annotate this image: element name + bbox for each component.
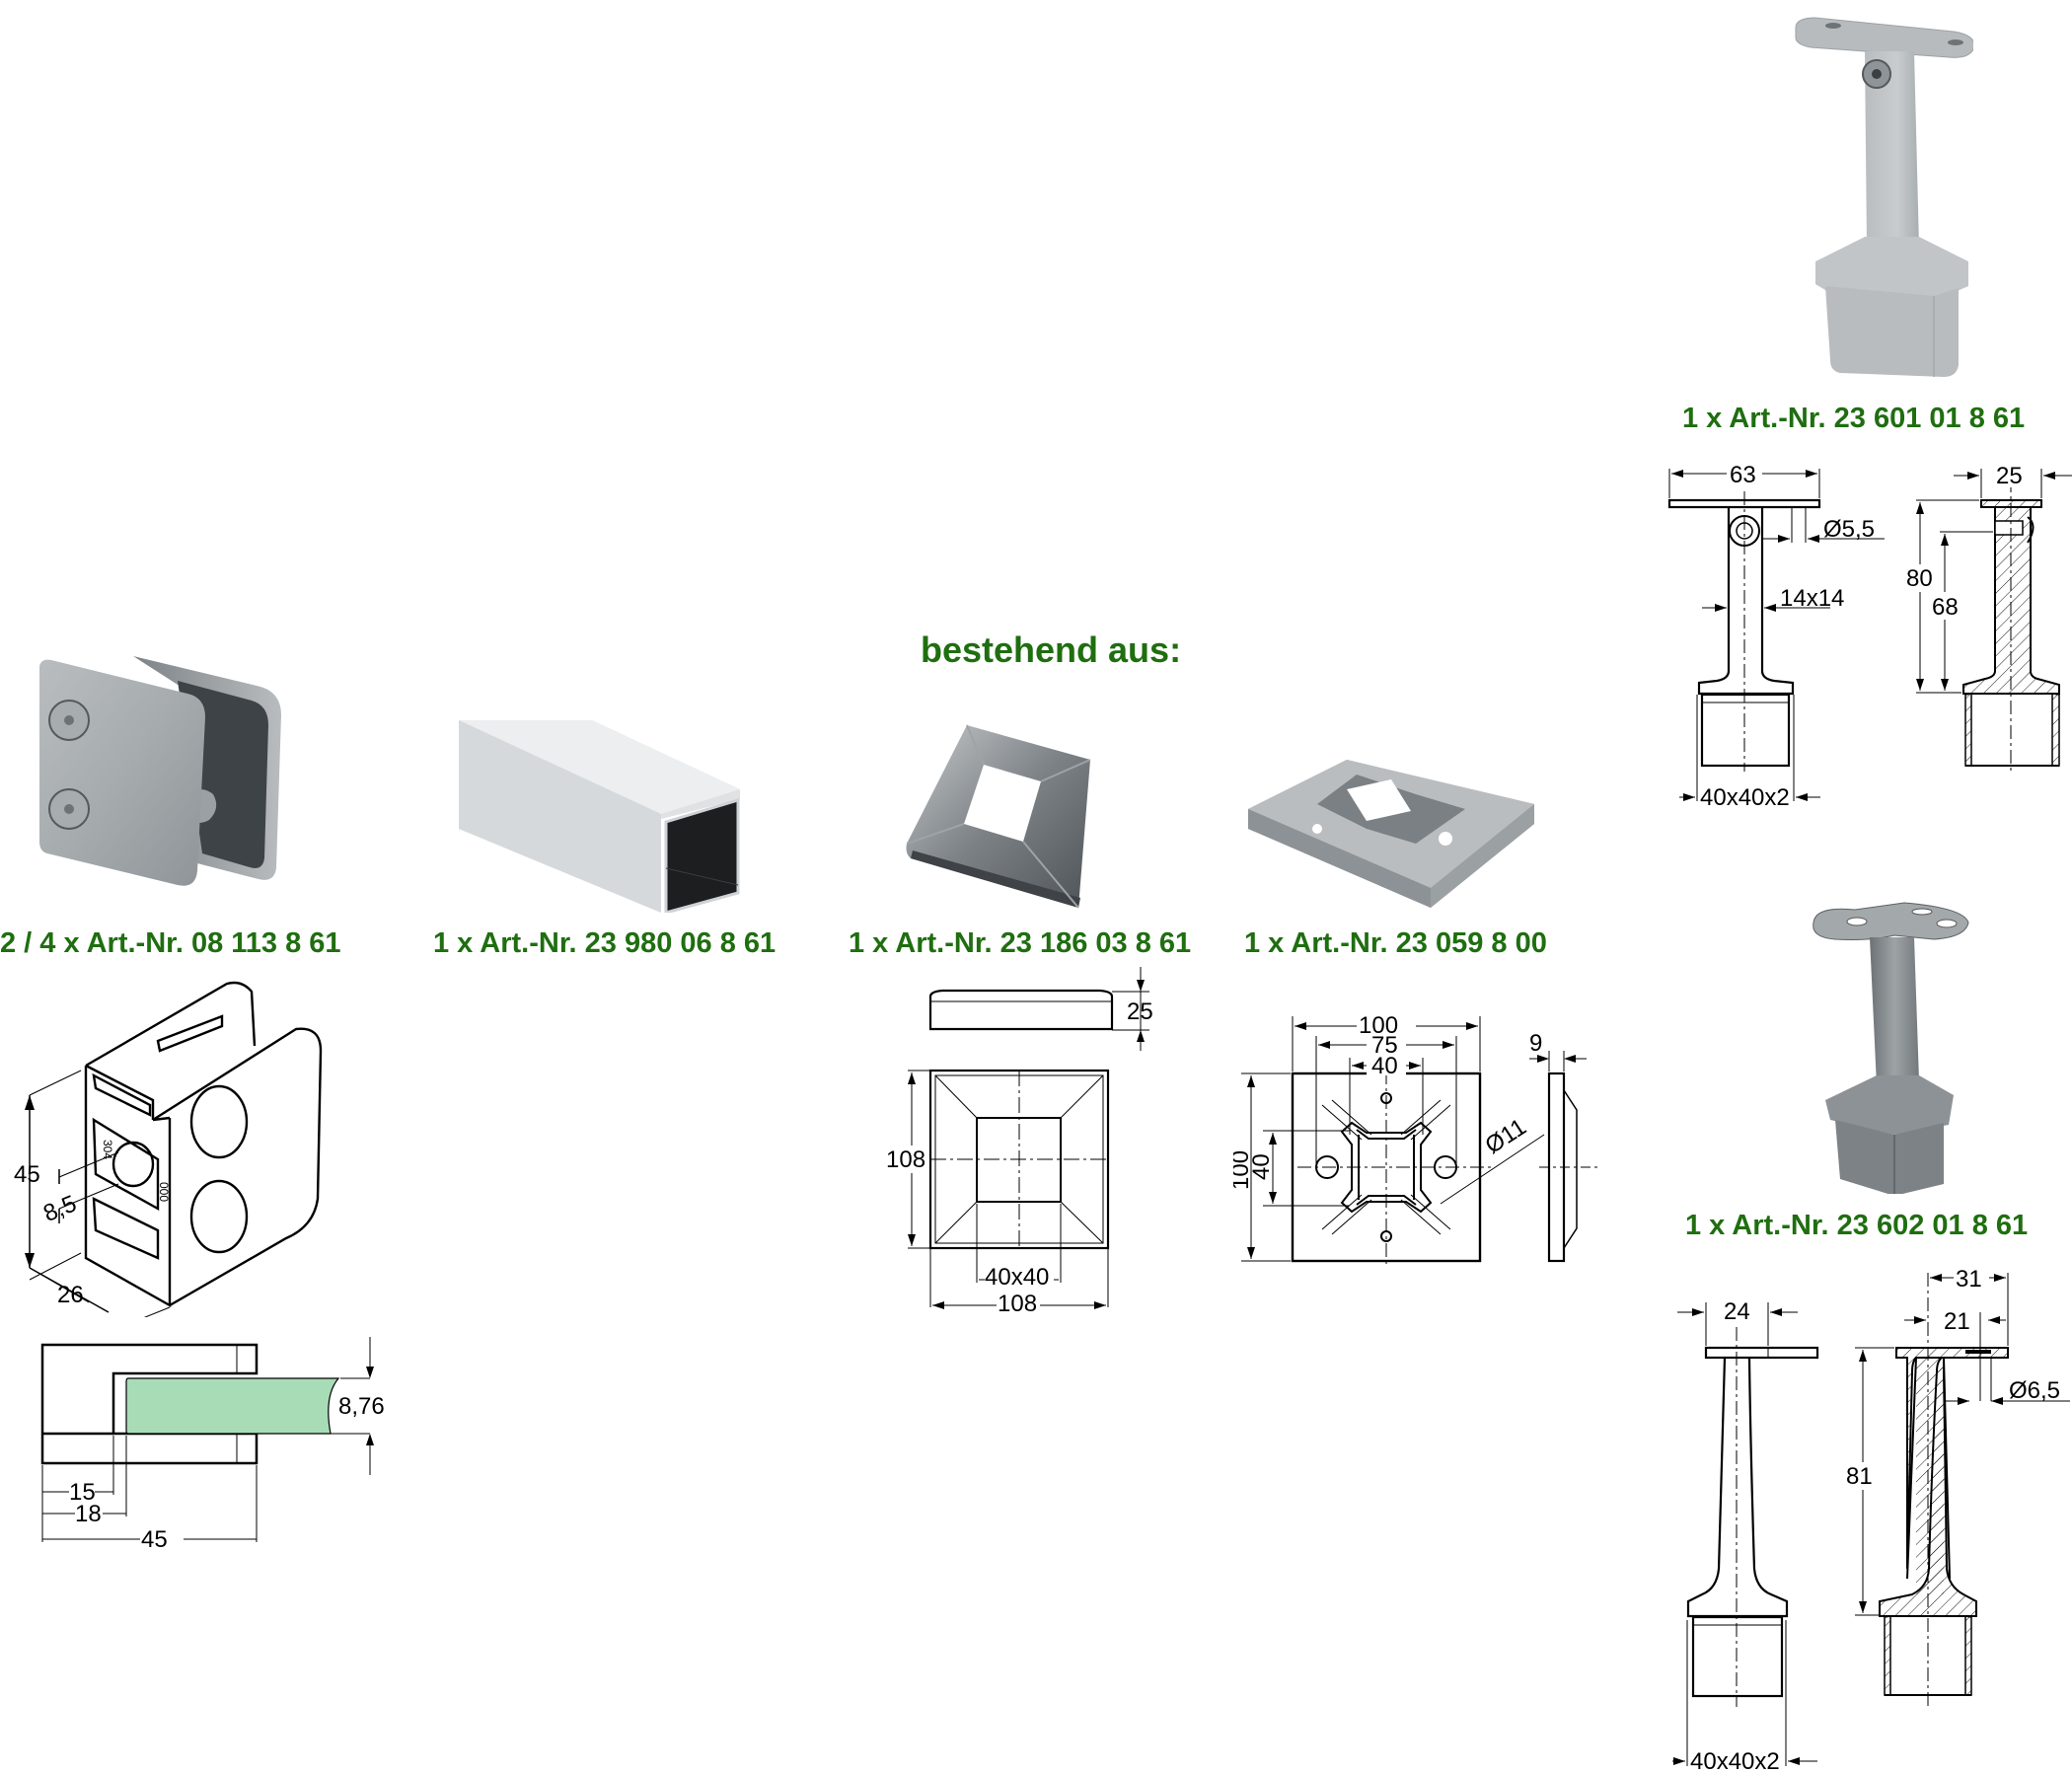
dim-adj-side-width: 25 (1996, 463, 2023, 489)
dim-adj-tube: 40x40x2 (1700, 784, 1790, 809)
base-plate-photo (1248, 760, 1534, 908)
label-square-tube: 1 x Art.-Nr. 23 980 06 8 61 (433, 927, 777, 959)
dim-adj-height-pivot: 68 (1932, 594, 1959, 621)
cover-cap-photo (906, 724, 1091, 909)
dim-fixed-side-outer: 31 (1956, 1266, 1982, 1293)
dim-clamp-height: 45 (14, 1161, 40, 1188)
dim-plate-inner: 40 (1371, 1053, 1398, 1079)
dim-clamp-slot: 8,5 (39, 1190, 80, 1227)
dim-cap-side-v: 108 (886, 1146, 925, 1173)
dim-adj-plate-width: 63 (1730, 462, 1756, 488)
handrail-support-adjustable-photo (1795, 17, 1973, 377)
dim-plate-inner-v: 40 (1248, 1153, 1275, 1180)
dim-fixed-height: 81 (1846, 1463, 1873, 1490)
glass-pane (125, 1377, 340, 1435)
square-tube-photo (459, 720, 740, 913)
dim-cap-height: 25 (1127, 998, 1153, 1025)
dim-fixed-hole-dia: Ø6,5 (2009, 1377, 2060, 1404)
dim-adj-stem: 14x14 (1780, 585, 1844, 612)
label-handrail-support-adjustable: 1 x Art.-Nr. 23 601 01 8 61 (1682, 403, 2026, 434)
label-cover-cap: 1 x Art.-Nr. 23 186 03 8 61 (849, 927, 1192, 959)
dim-inner-a: 15 (69, 1479, 96, 1506)
dim-plate-thickness: 9 (1529, 1030, 1542, 1057)
label-handrail-support-fixed: 1 x Art.-Nr. 23 602 01 8 61 (1685, 1210, 2029, 1241)
dim-adj-height-total: 80 (1906, 565, 1933, 592)
handrail-support-adjustable-drawing: 63 Ø5,5 14x14 40x40x2 25 80 68 (1667, 462, 2072, 809)
dim-fixed-side-inner: 21 (1944, 1308, 1970, 1335)
dim-clamp-width: 45 (141, 1526, 168, 1553)
dim-plate-hole-dia: Ø11 (1481, 1114, 1531, 1159)
cover-cap-drawing: 25 108 40x40 108 (886, 967, 1153, 1317)
dim-plate-width: 100 (1359, 1012, 1398, 1039)
dim-fixed-plate-width: 24 (1724, 1298, 1750, 1325)
glass-clamp-iso-drawing: 45 8,5 26 304 000 (14, 981, 323, 1317)
handrail-support-fixed-photo (1813, 902, 1969, 1194)
dim-adj-hole-dia: Ø5,5 (1823, 516, 1875, 543)
label-base-plate: 1 x Art.-Nr. 23 059 8 00 (1244, 927, 1547, 959)
dim-plate-height: 100 (1233, 1150, 1254, 1190)
glass-clamp-section-drawing: 8,76 15 18 45 (40, 1337, 385, 1553)
dim-inner-b: 18 (75, 1501, 102, 1527)
dim-glass-thickness: 8,76 (338, 1393, 385, 1420)
dim-cap-side-h: 108 (998, 1291, 1037, 1317)
engraving-000: 000 (157, 1182, 171, 1202)
engraving-304: 304 (101, 1140, 114, 1159)
dim-fixed-tube: 40x40x2 (1690, 1748, 1780, 1774)
glass-clamp-photo (39, 656, 281, 886)
handrail-support-fixed-drawing: 24 40x40x2 31 21 Ø6,5 81 (1672, 1265, 2070, 1774)
label-glass-clamp: 2 / 4 x Art.-Nr. 08 113 8 61 (0, 927, 341, 959)
section-heading: bestehend aus: (921, 629, 1182, 670)
clamp-front-face (39, 659, 205, 886)
base-plate-drawing: 100 75 40 100 40 Ø11 9 (1233, 1011, 1598, 1268)
dim-cap-opening: 40x40 (985, 1264, 1049, 1291)
dim-clamp-depth: 26 (57, 1282, 84, 1308)
dim-plate-hole-spacing: 75 (1371, 1032, 1398, 1059)
